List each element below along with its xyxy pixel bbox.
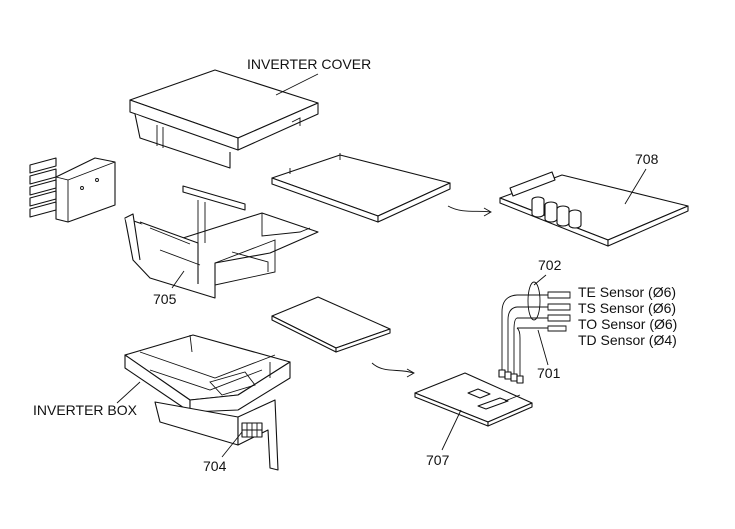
part-704-leader [221,431,243,458]
chassis-705-part [124,185,319,299]
heat-sink-part [29,157,116,223]
inverter-cover-part [129,69,319,169]
part-702-leader [533,274,547,286]
inverter-cover-label: INVERTER COVER [247,56,371,72]
middle-plate-part [271,153,451,223]
inverter-box-leader [116,381,141,404]
part-701-label: 701 [537,365,561,381]
part-707-leader [441,409,462,451]
part-705-label: 705 [153,291,177,307]
pcb-707-part [414,372,533,427]
to-sensor-label: TO Sensor (Ø6) [578,316,677,332]
part-704-label: 704 [203,458,227,474]
inverter-box-part [124,334,291,471]
part-708-leader [624,168,647,205]
part-702-label: 702 [538,257,562,273]
sensor-harness-part [498,281,571,384]
td-sensor-label: TD Sensor (Ø4) [578,332,677,348]
part-705-leader [171,270,185,289]
part-701-leader [537,329,549,366]
inverter-cover-leader [275,73,319,96]
part-707-label: 707 [426,452,450,468]
part-708-label: 708 [635,151,659,167]
arrow-to-708 [447,205,491,213]
pcb-708-part [499,171,689,247]
insulation-sheet-part [271,296,391,353]
arrow-to-707 [371,362,414,374]
inverter-box-label: INVERTER BOX [33,402,138,418]
te-sensor-label: TE Sensor (Ø6) [578,284,676,300]
ts-sensor-label: TS Sensor (Ø6) [578,300,676,316]
